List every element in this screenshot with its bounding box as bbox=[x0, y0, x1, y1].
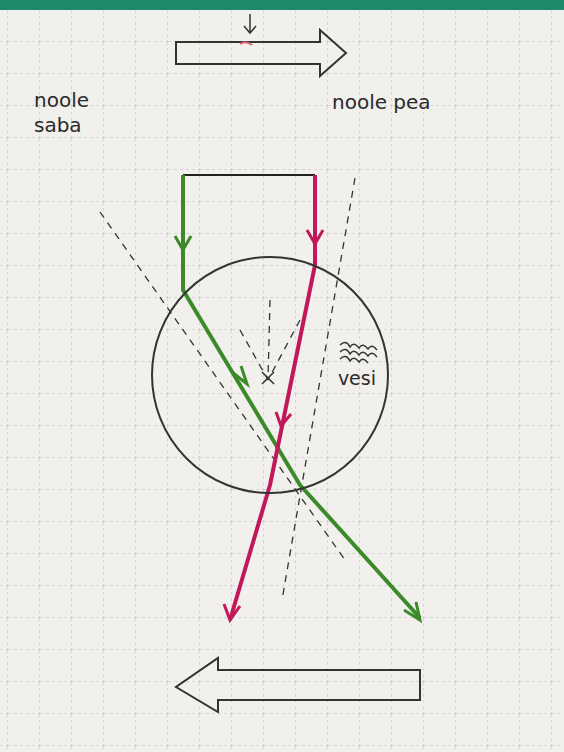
green-arrowhead bbox=[404, 602, 420, 620]
red-arrowhead bbox=[276, 412, 291, 426]
scribble bbox=[340, 342, 377, 363]
normal-lines bbox=[100, 178, 355, 600]
red-arrowhead bbox=[307, 230, 323, 244]
bar-line bbox=[183, 174, 315, 176]
paper-edge bbox=[0, 0, 564, 10]
small-arrow bbox=[244, 14, 256, 33]
green-arrowhead bbox=[175, 236, 191, 250]
red-mark bbox=[240, 42, 252, 45]
center-mark bbox=[262, 372, 274, 384]
red-arrowhead bbox=[224, 604, 240, 620]
green-ray bbox=[183, 175, 420, 618]
image-arrow bbox=[176, 658, 420, 712]
red-ray bbox=[230, 175, 315, 620]
node-label: vesi bbox=[338, 367, 376, 389]
note-label: noole pea bbox=[332, 90, 452, 115]
water-drop: vesi bbox=[150, 255, 390, 495]
note-label: noole saba bbox=[34, 88, 129, 138]
green-arrowhead bbox=[232, 366, 247, 384]
object-arrow bbox=[176, 30, 346, 76]
